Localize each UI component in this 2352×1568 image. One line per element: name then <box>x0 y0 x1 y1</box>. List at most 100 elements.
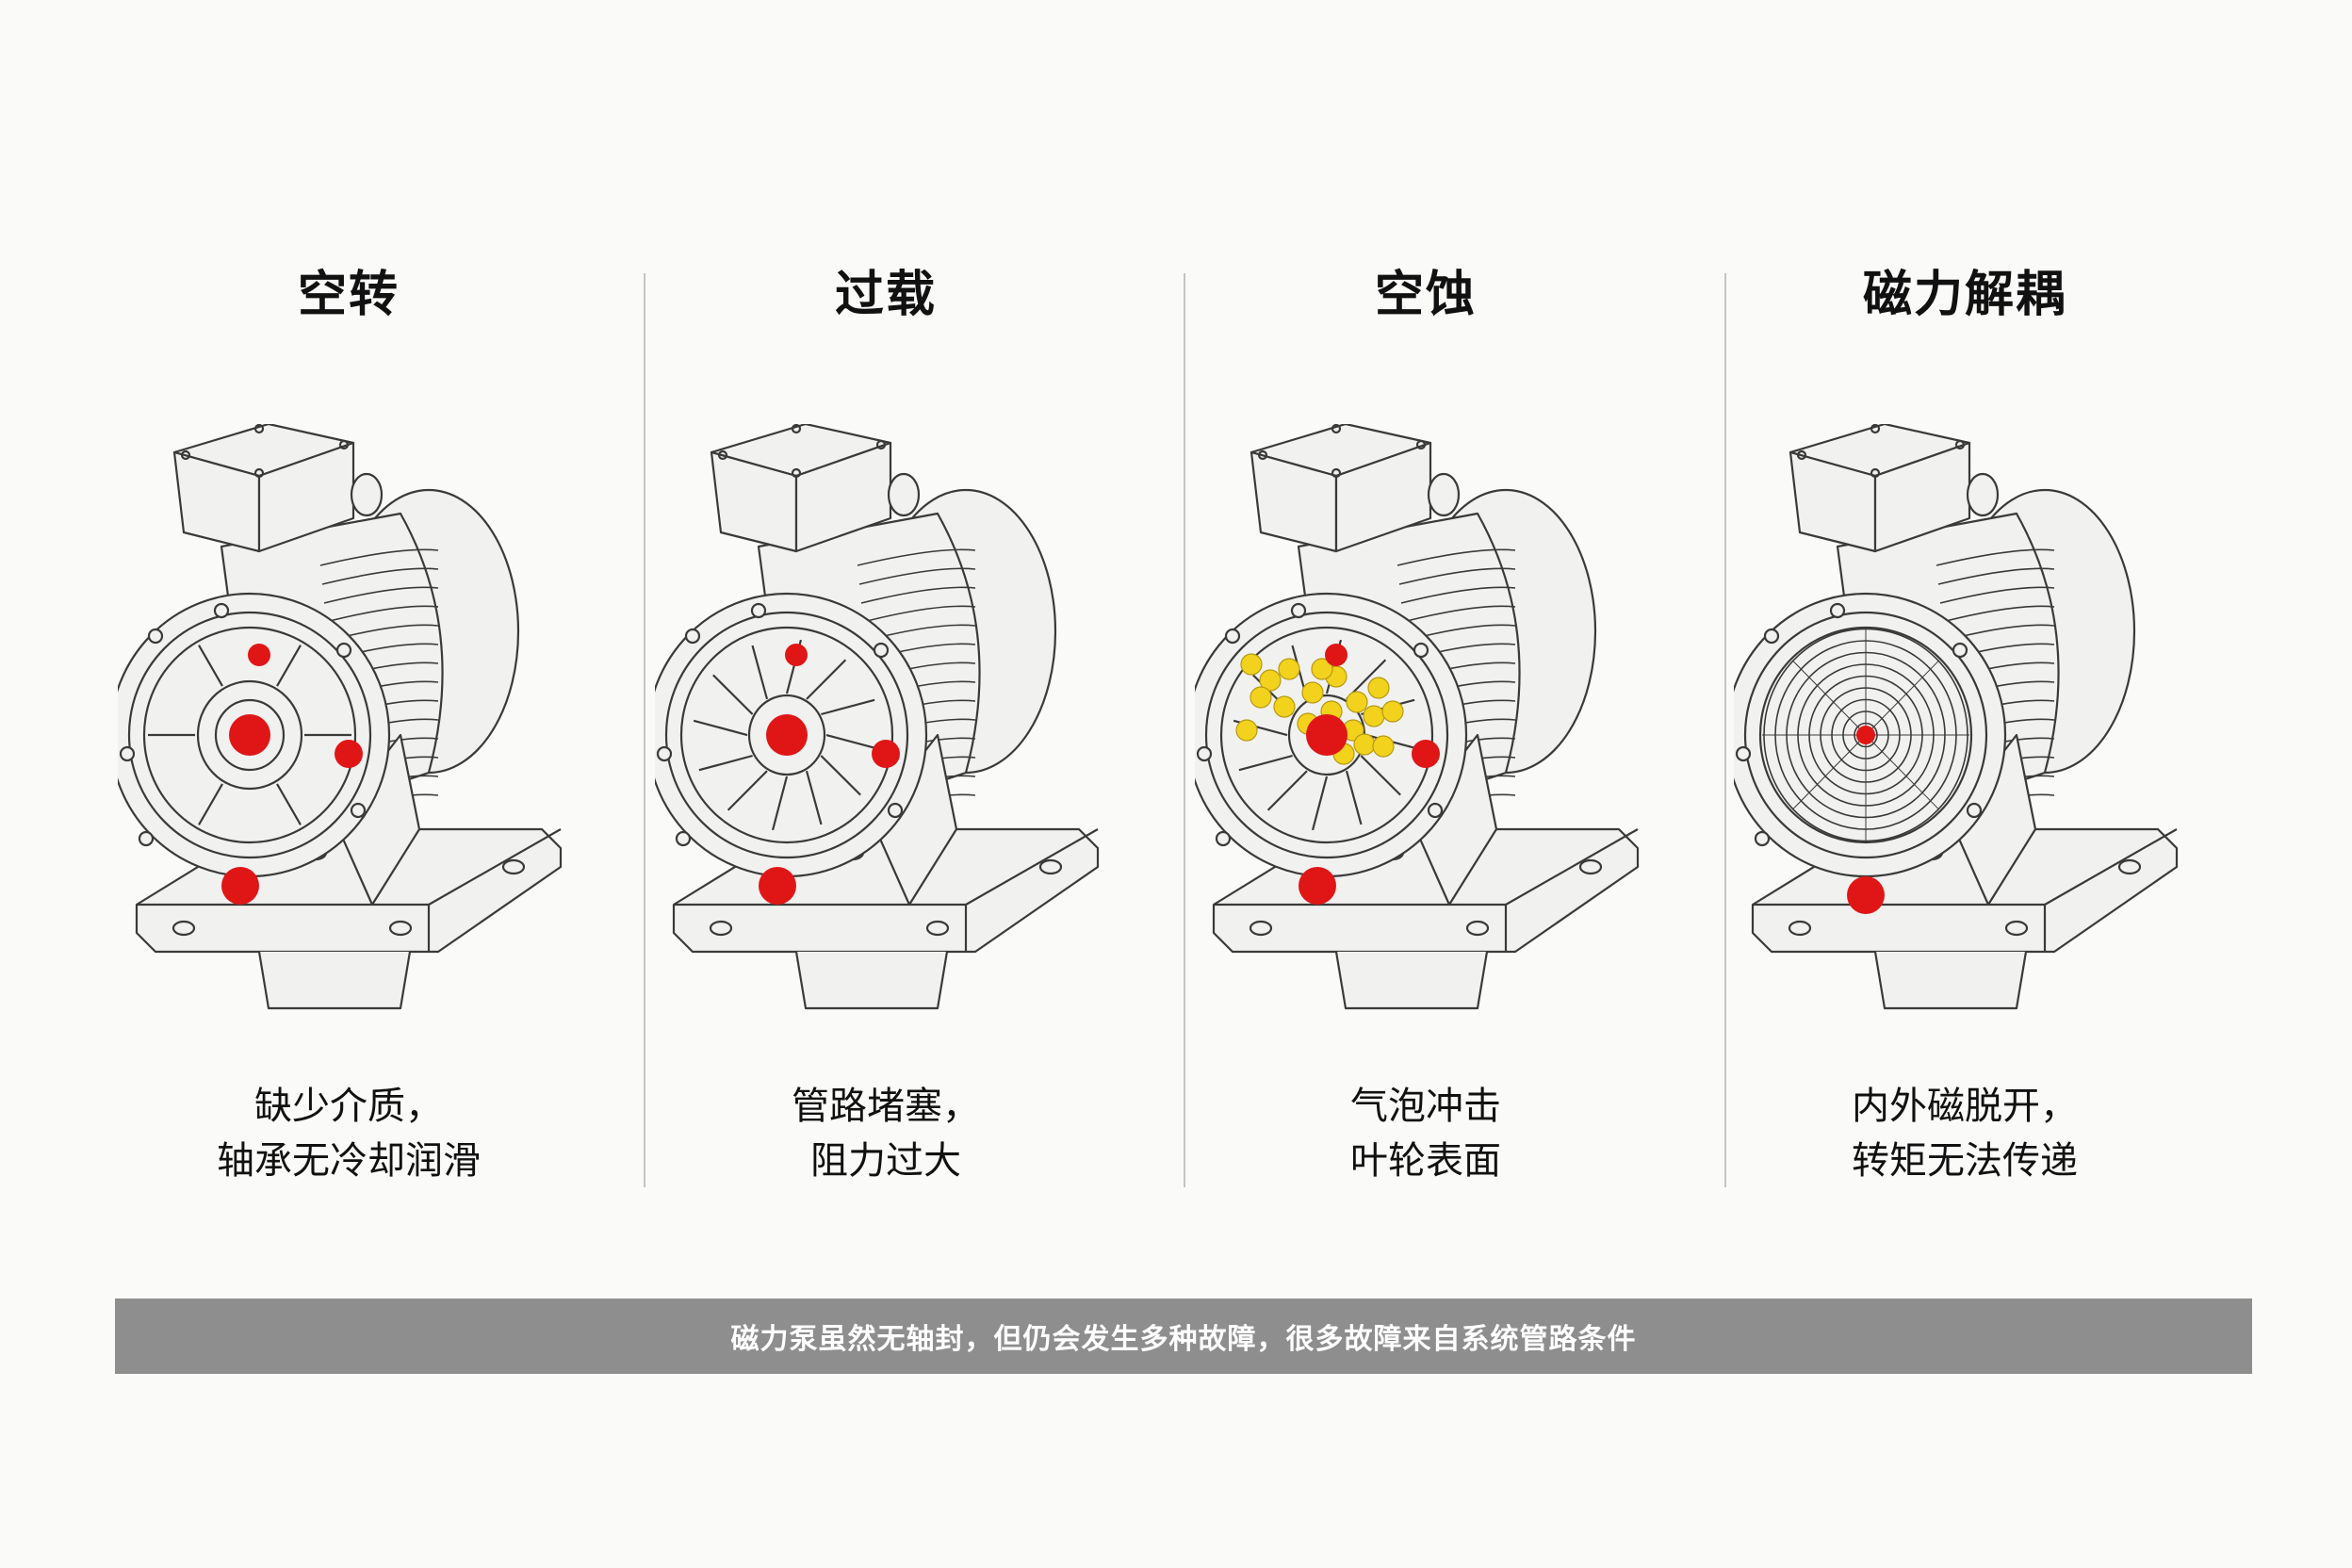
flange-bolt <box>1763 628 1780 645</box>
cavitation-bubble <box>1311 658 1333 680</box>
fault-marker-center <box>1306 714 1348 756</box>
flange-rim <box>1743 611 1988 859</box>
fault-marker-bottom <box>221 867 259 905</box>
base-foot <box>1334 951 1489 1010</box>
cavitation-bubble <box>1273 695 1296 718</box>
base-foot <box>257 951 412 1010</box>
cooling-fin <box>858 567 976 585</box>
bolt-hole <box>1578 858 1603 875</box>
fault-marker-bottom <box>1847 876 1885 914</box>
bolt-hole <box>925 920 950 937</box>
cavitation-bubble <box>1301 681 1324 704</box>
flange-bolt <box>1215 830 1232 847</box>
bolt-hole <box>1249 920 1273 937</box>
screw <box>338 439 350 450</box>
flange-bolt <box>750 602 767 619</box>
panel-title: 磁力解耦 <box>1862 267 2066 323</box>
flange-bolt <box>873 642 890 659</box>
fault-marker-right <box>335 740 363 768</box>
flange-rim <box>1204 611 1449 859</box>
bolt-hole <box>1788 920 1812 937</box>
screw <box>717 449 728 461</box>
cavitation-bubble <box>1346 691 1368 713</box>
cooling-fin <box>319 548 439 566</box>
flange-bolt <box>1829 602 1846 619</box>
cooling-fin <box>857 548 976 566</box>
screw <box>1870 424 1881 434</box>
cavitation-bubble <box>1235 719 1258 742</box>
cooling-fin <box>323 586 439 604</box>
bolt-hole <box>172 920 196 937</box>
flange-bolt <box>675 830 692 847</box>
motor-illustration <box>118 424 563 1010</box>
fault-panel-magnetic-decoupling: 磁力解耦 内外磁脱开， 转矩无法传递 <box>1696 0 2233 1206</box>
cooling-fin <box>1402 605 1516 623</box>
cavitation-bubble <box>1363 705 1385 727</box>
cavitation-bubble <box>1240 653 1263 676</box>
cooling-fin <box>862 605 976 623</box>
base-foot <box>794 951 949 1010</box>
cavitation-bubble <box>1367 677 1390 699</box>
impeller <box>693 639 881 831</box>
screw <box>875 439 887 450</box>
panel-divider <box>1184 273 1185 1187</box>
caption-line-1: 内外磁脱开， <box>1852 1085 2078 1128</box>
panel-caption: 缺少介质， 轴承无冷却润滑 <box>80 1079 617 1188</box>
cooling-fin <box>1398 567 1516 585</box>
panel-caption: 气泡冲击 叶轮表面 <box>1157 1079 1694 1188</box>
fault-marker-right <box>872 740 900 768</box>
screw <box>1796 449 1807 461</box>
flange-rim <box>664 611 909 859</box>
bolt-hole <box>1465 920 1490 937</box>
caption-line-1: 管路堵塞， <box>792 1085 980 1128</box>
cooling-fin <box>1400 586 1516 604</box>
flange-bolt <box>1735 745 1752 762</box>
terminal-box-side <box>1334 441 1432 553</box>
fault-marker-top <box>1325 644 1348 666</box>
screw <box>791 467 802 479</box>
caption-line-2: 阻力过大 <box>810 1139 961 1183</box>
bolt-hole <box>2117 858 2142 875</box>
pump-casing <box>679 626 894 844</box>
flange-bolt <box>335 642 352 659</box>
cable-gland <box>1427 472 1461 517</box>
caption-line-2: 轴承无冷却润滑 <box>217 1139 481 1183</box>
bolt-hole <box>388 920 413 937</box>
flange-bolt <box>213 602 230 619</box>
screw <box>253 424 265 434</box>
screw <box>1331 424 1342 434</box>
pump-casing <box>142 626 357 844</box>
panel-divider <box>1724 273 1726 1187</box>
flange-bolt <box>656 745 673 762</box>
fault-panel-dry-running: 空转 缺少介质， 轴承无冷却润滑 <box>80 0 617 1206</box>
cavitation-bubble <box>1353 733 1376 756</box>
bolt-hole <box>501 858 526 875</box>
motor-illustration <box>1734 424 2179 1010</box>
flange-bolt <box>1754 830 1771 847</box>
cooling-fin <box>1396 548 1516 566</box>
summary-text: 磁力泵虽然无轴封，但仍会发生多种故障，很多故障来自系统管路条件 <box>730 1323 1637 1356</box>
cable-gland <box>350 472 384 517</box>
flange-bolt <box>1196 745 1213 762</box>
impeller <box>1762 628 1969 842</box>
cable-gland <box>1966 472 2000 517</box>
fault-marker-right <box>1412 740 1440 768</box>
flange-bolt <box>1427 802 1444 819</box>
cooling-fin <box>1941 605 2055 623</box>
terminal-box-side <box>1873 441 1971 553</box>
panel-title: 过载 <box>834 267 937 323</box>
cooling-fin <box>1936 548 2055 566</box>
screw <box>1954 439 1966 450</box>
cooling-fin <box>1937 567 2055 585</box>
terminal-box-side <box>257 441 355 553</box>
fault-panel-cavitation: 空蚀 气泡冲击 叶轮表面 <box>1157 0 1694 1206</box>
fault-marker-center <box>1856 726 1875 744</box>
fault-marker-bottom <box>759 867 796 905</box>
motor-illustration <box>655 424 1100 1010</box>
pump-casing <box>1219 626 1434 844</box>
cavitation-bubble <box>1250 686 1272 709</box>
flange-bolt <box>1224 628 1241 645</box>
summary-bar: 磁力泵虽然无轴封，但仍会发生多种故障，很多故障来自系统管路条件 <box>115 1298 2252 1374</box>
flange-bolt <box>684 628 701 645</box>
cooling-fin <box>860 586 976 604</box>
